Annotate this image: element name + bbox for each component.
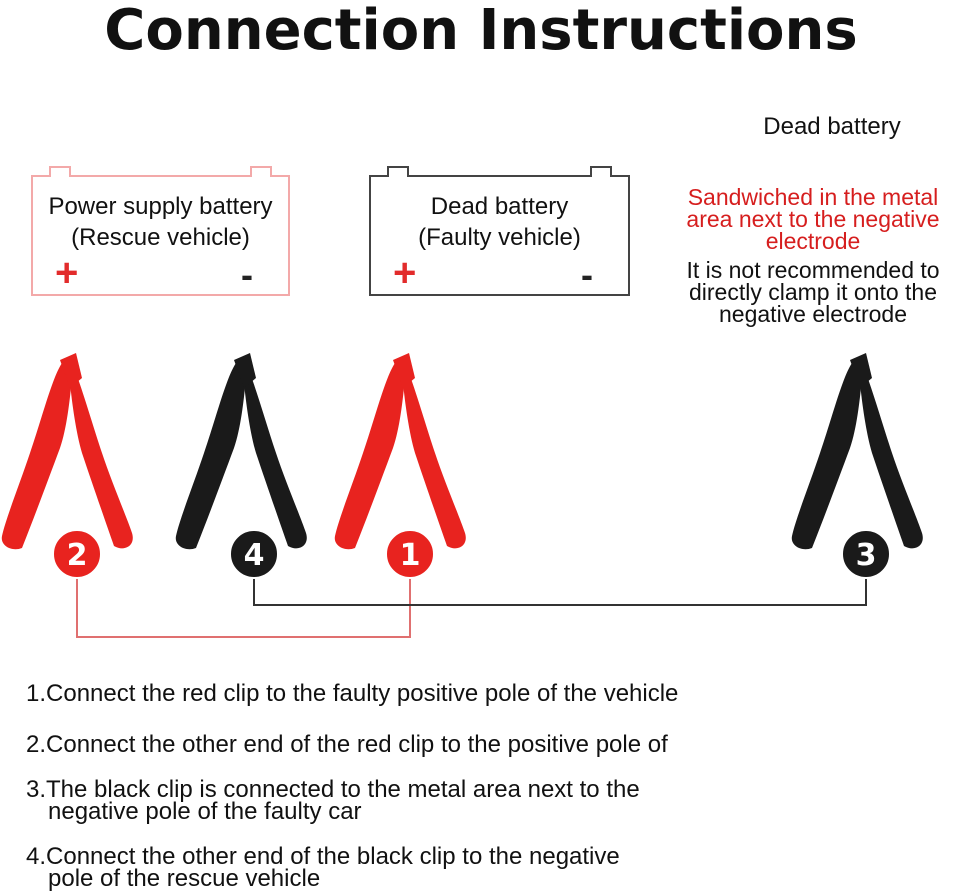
instruction-step-2: 2.Connect the other end of the red clip …	[26, 731, 668, 758]
step-text: 2.Connect the other end of the red clip …	[26, 731, 668, 758]
minus-sign: -	[241, 254, 253, 295]
note-line: negative electrode	[719, 301, 907, 327]
clamp-location-note: Sandwiched in the metal area next to the…	[664, 184, 962, 254]
step-badge-4: 4	[229, 529, 279, 579]
step-badge-2: 2	[52, 529, 102, 579]
red-clip	[1, 353, 133, 550]
step-number: 1	[400, 538, 421, 573]
black-clip	[791, 353, 923, 550]
step-text: 1.Connect the red clip to the faulty pos…	[26, 680, 679, 707]
battery-label-line1: Power supply battery	[48, 193, 273, 220]
faulty-battery: Dead battery (Faulty vehicle) + -	[369, 166, 630, 296]
plus-sign: +	[55, 251, 79, 295]
battery-label-line1: Dead battery	[430, 193, 569, 220]
plus-sign: +	[393, 251, 417, 295]
page-title: Connection Instructions	[104, 0, 858, 63]
battery-label-line2: (Faulty vehicle)	[418, 224, 581, 251]
note-line: electrode	[765, 228, 861, 254]
step-number: 2	[67, 538, 88, 573]
negative-terminal	[250, 166, 272, 177]
step-text: 3.The black clip is connected to the met…	[26, 776, 640, 803]
step-number: 3	[856, 538, 877, 573]
clip-connection-diagram: 2 4 1 3	[1, 353, 923, 638]
instruction-step-3: 3.The black clip is connected to the met…	[26, 776, 640, 825]
step-number: 4	[244, 538, 265, 573]
battery-label-line2: (Rescue vehicle)	[71, 224, 250, 251]
instruction-step-1: 1.Connect the red clip to the faulty pos…	[26, 680, 679, 707]
step-badge-3: 3	[841, 529, 891, 579]
positive-terminal	[49, 166, 71, 177]
step-text: 4.Connect the other end of the black cli…	[26, 843, 620, 870]
red-clip	[334, 353, 466, 550]
dead-battery-label: Dead battery	[763, 113, 901, 140]
note-line: directly clamp it onto the	[688, 279, 937, 305]
step-text-continued: negative pole of the faulty car	[48, 798, 362, 825]
black-clip	[175, 353, 307, 550]
note-line: It is not recommended to	[686, 257, 940, 283]
step-text-continued: pole of the rescue vehicle	[48, 865, 321, 892]
minus-sign: -	[581, 254, 593, 295]
step-badge-1: 1	[385, 529, 435, 579]
negative-terminal	[590, 166, 612, 177]
note-line: area next to the negative	[686, 206, 940, 232]
instruction-step-4: 4.Connect the other end of the black cli…	[26, 843, 620, 892]
clamp-warning-note: It is not recommended to directly clamp …	[664, 257, 962, 327]
note-line: Sandwiched in the metal	[687, 184, 939, 210]
positive-terminal	[387, 166, 409, 177]
red-wire	[76, 562, 411, 638]
rescue-battery: Power supply battery (Rescue vehicle) + …	[31, 166, 290, 296]
black-wire	[253, 562, 867, 606]
